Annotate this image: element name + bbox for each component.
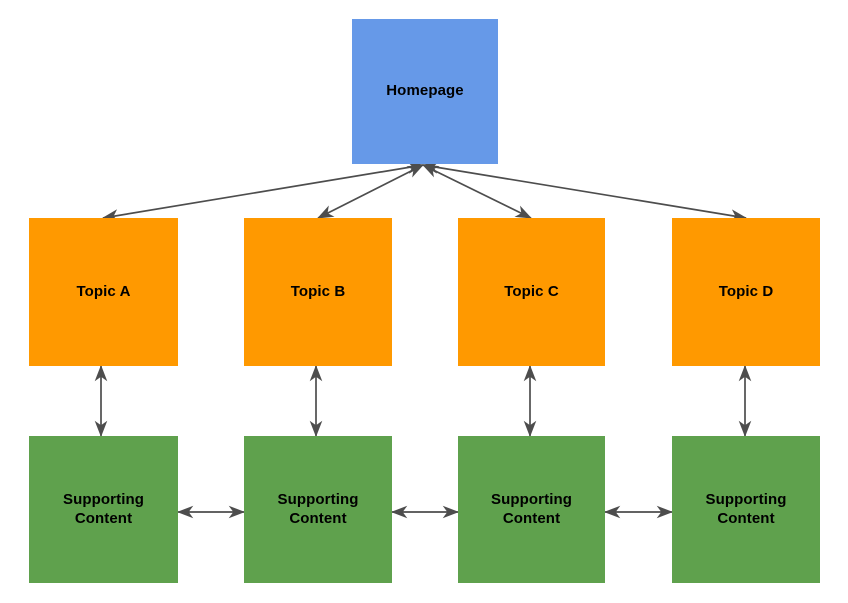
node-topic-a-label: Topic A <box>76 282 131 300</box>
node-supporting-content-3[interactable]: Supporting Content <box>458 436 605 583</box>
edge-homepage-to-topic-d <box>421 161 748 222</box>
node-topic-d[interactable]: Topic D <box>672 218 820 366</box>
node-supporting-content-4-label: Supporting Content <box>705 490 787 527</box>
node-supporting-content-1-label: Supporting Content <box>63 490 144 527</box>
node-supporting-content-3-label: Supporting Content <box>491 490 572 527</box>
edge-homepage-to-topic-b <box>317 164 424 219</box>
node-topic-b-label: Topic B <box>290 282 346 300</box>
edge-homepage-to-topic-a <box>101 161 425 222</box>
node-topic-d-label: Topic D <box>718 282 774 300</box>
node-topic-c-label: Topic C <box>504 282 559 300</box>
node-supporting-content-2[interactable]: Supporting Content <box>244 436 392 583</box>
node-supporting-content-1[interactable]: Supporting Content <box>29 436 178 583</box>
node-homepage[interactable]: Homepage <box>352 19 498 164</box>
edge-homepage-to-topic-c <box>422 164 532 219</box>
node-topic-b[interactable]: Topic B <box>244 218 392 366</box>
node-topic-a[interactable]: Topic A <box>29 218 178 366</box>
node-homepage-label: Homepage <box>386 82 464 100</box>
node-topic-c[interactable]: Topic C <box>458 218 605 366</box>
node-supporting-content-2-label: Supporting Content <box>277 490 359 527</box>
node-supporting-content-4[interactable]: Supporting Content <box>672 436 820 583</box>
